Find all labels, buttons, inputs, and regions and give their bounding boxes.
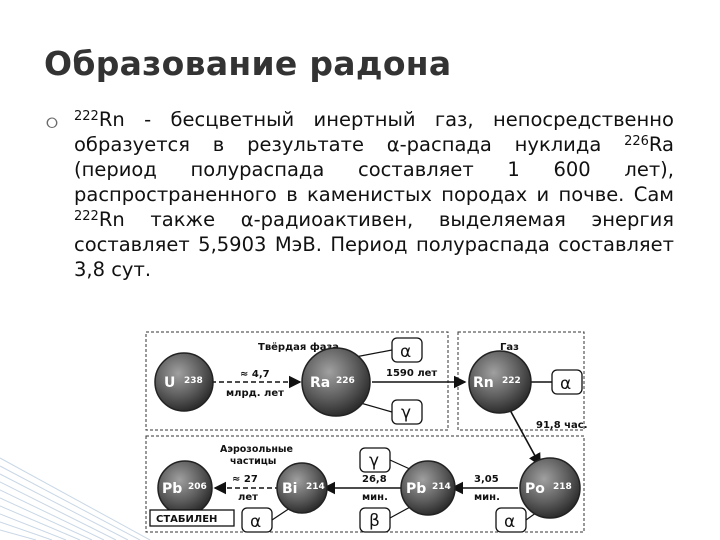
text-part3: также α-радиоактивен, выделяемая энергия… bbox=[74, 208, 674, 281]
solid-phase-frame bbox=[145, 331, 449, 431]
label-pb-bi-1: 26,8 bbox=[362, 474, 387, 485]
svg-text:222: 222 bbox=[502, 376, 521, 386]
svg-text:γ: γ bbox=[401, 403, 411, 423]
svg-text:Pb: Pb bbox=[162, 481, 182, 497]
label-u-ra-1: ≈ 4,7 bbox=[240, 369, 270, 380]
slide-title: Образование радона bbox=[44, 44, 452, 83]
nuclide-u238: U 238 bbox=[154, 352, 214, 412]
svg-text:206: 206 bbox=[188, 482, 207, 492]
label-bi-pb-2: лет bbox=[238, 492, 258, 503]
label-bi-pb-1: ≈ 27 bbox=[232, 474, 258, 485]
label-po-pb-1: 3,05 bbox=[474, 474, 499, 485]
nuclide-ra226: Ra 226 bbox=[301, 347, 371, 417]
label-pb-bi-2: мин. bbox=[362, 492, 388, 503]
rn-mass-number-2: 222 bbox=[74, 209, 99, 224]
svg-text:238: 238 bbox=[184, 376, 203, 386]
svg-text:226: 226 bbox=[336, 376, 355, 386]
rn-symbol: Rn bbox=[98, 108, 125, 131]
corner-decoration bbox=[0, 457, 151, 540]
ra-alpha-box: α bbox=[391, 337, 423, 363]
svg-text:U: U bbox=[164, 375, 175, 391]
bullet-icon: ⭘ bbox=[46, 114, 59, 132]
svg-text:β: β bbox=[369, 511, 380, 531]
svg-text:214: 214 bbox=[306, 482, 325, 492]
arrow-bi-alpha bbox=[271, 507, 291, 521]
bi-alpha-box: α bbox=[241, 507, 273, 533]
arrow-pb214-gamma bbox=[389, 459, 413, 471]
nuclide-rn222: Rn 222 bbox=[468, 350, 532, 414]
nuclide-po218: Po 218 bbox=[519, 457, 581, 519]
rn-alpha-box: α bbox=[551, 369, 583, 395]
svg-text:α: α bbox=[400, 342, 411, 362]
text-part1: - бесцветный инертный газ, непосредствен… bbox=[74, 108, 674, 156]
svg-text:218: 218 bbox=[553, 482, 572, 492]
arrow-rn-po bbox=[509, 409, 541, 467]
bullet-text: 222Rn - бесцветный инертный газ, непосре… bbox=[74, 107, 674, 282]
gas-label: Газ bbox=[500, 342, 519, 353]
svg-text:214: 214 bbox=[432, 482, 451, 492]
label-rn-po: 91,8 час. bbox=[536, 420, 588, 431]
ra-symbol: Ra bbox=[648, 133, 674, 156]
pb214-beta-box: β bbox=[359, 507, 391, 533]
ra-mass-number: 226 bbox=[624, 134, 649, 149]
text-part2: (период полураспада составляет 1 600 лет… bbox=[74, 158, 674, 206]
svg-text:Po: Po bbox=[525, 481, 545, 497]
label-po-pb-2: мин. bbox=[474, 492, 500, 503]
svg-text:α: α bbox=[250, 512, 261, 532]
stable-badge: СТАБИЛЕН bbox=[149, 509, 235, 527]
svg-text:Bi: Bi bbox=[282, 481, 297, 497]
nuclide-pb214: Pb 214 bbox=[400, 460, 456, 516]
svg-text:Ra: Ra bbox=[310, 375, 330, 391]
aerosol-label-1: Аэрозольные bbox=[220, 444, 293, 455]
svg-text:Pb: Pb bbox=[406, 481, 426, 497]
label-u-ra-2: млрд. лет bbox=[226, 388, 284, 399]
rn-symbol-2: Rn bbox=[98, 208, 125, 231]
svg-text:α: α bbox=[560, 374, 571, 394]
ra-gamma-box: γ bbox=[391, 399, 423, 425]
rn-mass-number: 222 bbox=[74, 109, 99, 124]
solid-phase-label: Твёрдая фаза bbox=[258, 341, 339, 353]
aerosol-label-2: частицы bbox=[230, 456, 276, 467]
pb214-gamma-box: γ bbox=[359, 447, 391, 473]
svg-text:СТАБИЛЕН: СТАБИЛЕН bbox=[156, 514, 217, 525]
svg-text:Rn: Rn bbox=[473, 375, 494, 391]
decay-diagram: Твёрдая фаза Газ Аэрозольные частицы ≈ 4… bbox=[145, 331, 588, 533]
po-alpha-box: α bbox=[495, 507, 527, 533]
label-ra-rn: 1590 лет bbox=[386, 368, 437, 379]
svg-text:α: α bbox=[504, 512, 515, 532]
nuclide-bi214: Bi 214 bbox=[276, 462, 328, 514]
svg-text:γ: γ bbox=[369, 451, 379, 471]
arrow-pb214-beta bbox=[389, 505, 413, 519]
nuclide-pb206: Pb 206 bbox=[157, 460, 213, 516]
